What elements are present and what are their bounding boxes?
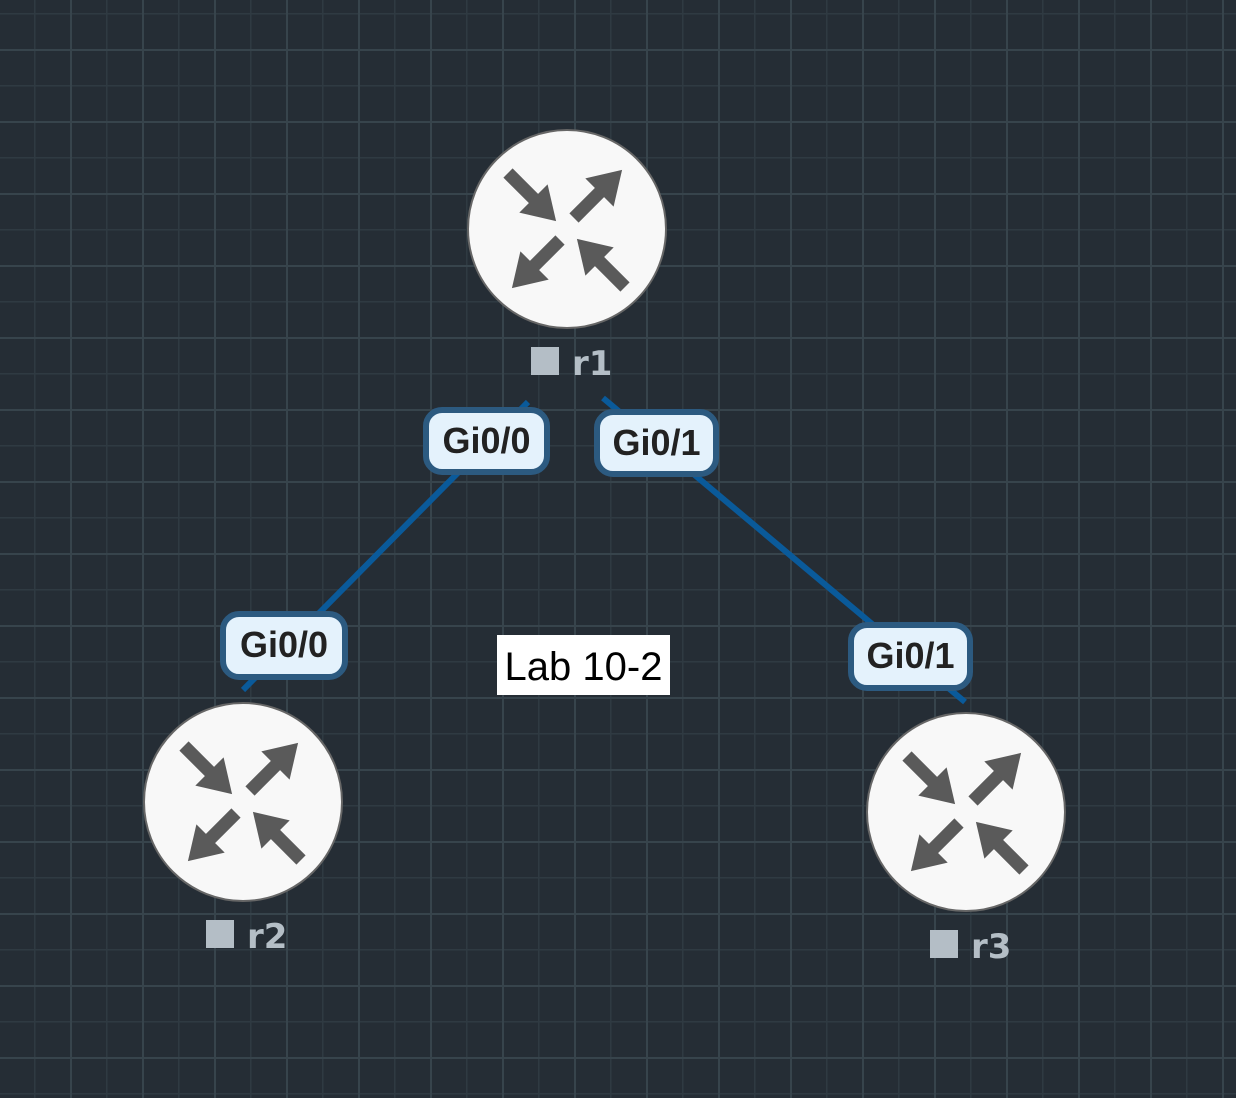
iface-label-r2-gi0-0[interactable]: Gi0/0 xyxy=(220,611,348,680)
svg-text:Gi0/0: Gi0/0 xyxy=(240,624,328,665)
svg-text:Gi0/0: Gi0/0 xyxy=(442,420,530,461)
iface-label-r1-gi0-0[interactable]: Gi0/0 xyxy=(423,407,550,475)
iface-label-r1-gi0-1[interactable]: Gi0/1 xyxy=(594,409,719,477)
iface-label-r3-gi0-1[interactable]: Gi0/1 xyxy=(848,622,973,691)
router-icon xyxy=(867,713,1065,911)
svg-text:Gi0/1: Gi0/1 xyxy=(612,422,700,463)
lab-annotation[interactable]: Lab 10-2 xyxy=(497,635,670,695)
status-stopped-icon xyxy=(930,930,958,958)
node-label-r2: r2 xyxy=(247,917,287,957)
node-label-r1: r1 xyxy=(572,344,612,384)
router-node-r1[interactable] xyxy=(468,130,666,328)
router-icon xyxy=(144,703,342,901)
router-icon xyxy=(468,130,666,328)
status-stopped-icon xyxy=(206,920,234,948)
node-label-r3: r3 xyxy=(971,927,1011,967)
router-node-r3[interactable] xyxy=(867,713,1065,911)
router-node-r2[interactable] xyxy=(144,703,342,901)
svg-text:Gi0/1: Gi0/1 xyxy=(866,635,954,676)
svg-text:Lab 10-2: Lab 10-2 xyxy=(505,645,663,689)
status-stopped-icon xyxy=(531,347,559,375)
